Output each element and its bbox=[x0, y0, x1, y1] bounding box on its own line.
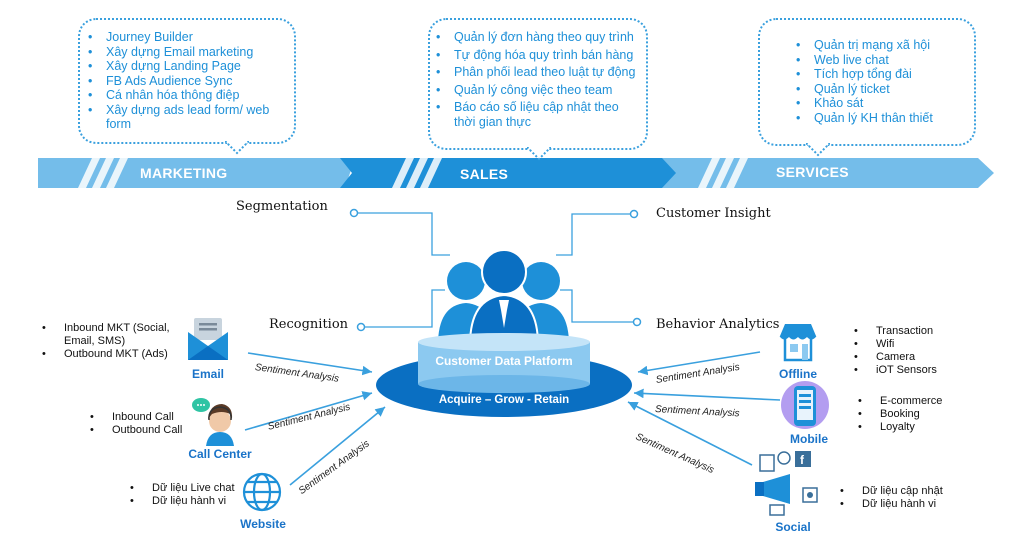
band-stripes bbox=[78, 158, 748, 188]
list-item: Quản lý KH thân thiết bbox=[794, 111, 968, 126]
node-connectors bbox=[355, 212, 636, 328]
list-item: Quản lý ticket bbox=[794, 82, 968, 97]
band-services bbox=[662, 158, 994, 188]
list-item: Tích hợp tổng đài bbox=[794, 67, 968, 82]
list-item: Cá nhân hóa thông điệp bbox=[86, 88, 286, 103]
megaphone-icon: f bbox=[755, 451, 818, 516]
list-item: Outbound MKT (Ads) bbox=[38, 348, 198, 361]
store-icon bbox=[779, 324, 817, 362]
list-item: Quản lý công việc theo team bbox=[434, 83, 640, 98]
globe-icon bbox=[242, 472, 282, 512]
list-item: Khảo sát bbox=[794, 96, 968, 111]
website-source-list: Dữ liệu Live chat Dữ liệu hành vi bbox=[126, 482, 246, 508]
list-item: Camera bbox=[850, 351, 970, 364]
social-label: Social bbox=[775, 520, 811, 534]
customer-group-icon bbox=[438, 249, 569, 346]
call-center-source-list: Inbound Call Outbound Call bbox=[86, 411, 206, 437]
services-bubble: Quản trị mạng xã hội Web live chat Tích … bbox=[758, 18, 976, 146]
call-center-label: Call Center bbox=[188, 447, 252, 461]
list-item: Quản lý đơn hàng theo quy trình bbox=[434, 30, 640, 45]
list-item: Dữ liệu Live chat bbox=[126, 482, 246, 495]
band-sales bbox=[340, 158, 682, 188]
social-source-list: Dữ liệu cập nhật Dữ liệu hành vi bbox=[836, 485, 986, 511]
email-source-list: Inbound MKT (Social, Email, SMS) Outboun… bbox=[38, 322, 198, 361]
list-item: Dữ liệu hành vi bbox=[126, 495, 246, 508]
customer-insight-label: Customer Insight bbox=[656, 206, 771, 221]
cdp-subtitle: Acquire – Grow - Retain bbox=[438, 394, 570, 406]
segmentation-label: Segmentation bbox=[236, 199, 328, 214]
cdp-title: Customer Data Platform bbox=[435, 354, 573, 368]
services-feature-list: Quản trị mạng xã hội Web live chat Tích … bbox=[794, 38, 968, 125]
list-item: Web live chat bbox=[794, 53, 968, 68]
services-bubble-tail bbox=[806, 143, 830, 157]
email-icon bbox=[188, 318, 228, 360]
services-label: SERVICES bbox=[776, 164, 849, 180]
marketing-label: MARKETING bbox=[140, 165, 228, 181]
call-center-icon bbox=[192, 398, 234, 446]
offline-label: Offline bbox=[779, 367, 817, 381]
sales-feature-list: Quản lý đơn hàng theo quy trình Tự động … bbox=[434, 30, 640, 129]
list-item: Xây dựng Email marketing bbox=[86, 45, 286, 60]
list-item: Phân phối lead theo luật tự động bbox=[434, 65, 640, 80]
connector-dots bbox=[349, 208, 642, 332]
list-item: Booking bbox=[854, 408, 974, 421]
list-item: iOT Sensors bbox=[850, 364, 970, 377]
list-item: E-commerce bbox=[854, 395, 974, 408]
list-item: Outbound Call bbox=[86, 424, 206, 437]
marketing-bubble: Journey Builder Xây dựng Email marketing… bbox=[78, 18, 296, 144]
offline-source-list: Transaction Wifi Camera iOT Sensors bbox=[850, 325, 970, 377]
website-label: Website bbox=[240, 517, 286, 531]
marketing-feature-list: Journey Builder Xây dựng Email marketing… bbox=[86, 30, 286, 132]
sales-bubble-tail bbox=[527, 147, 551, 161]
svg-text:f: f bbox=[800, 453, 805, 467]
list-item: Xây dựng ads lead form/ web form bbox=[86, 103, 286, 132]
marketing-bubble-tail bbox=[225, 141, 249, 155]
list-item: Quản trị mạng xã hội bbox=[794, 38, 968, 53]
behavior-analytics-label: Behavior Analytics bbox=[656, 317, 780, 332]
list-item: Journey Builder bbox=[86, 30, 286, 45]
list-item: Wifi bbox=[850, 338, 970, 351]
list-item: Inbound MKT (Social, Email, SMS) bbox=[38, 322, 198, 348]
list-item: Dữ liệu cập nhật bbox=[836, 485, 986, 498]
mobile-phone-icon bbox=[781, 381, 829, 429]
recognition-label: Recognition bbox=[269, 317, 349, 332]
input-arrows bbox=[244, 351, 781, 486]
list-item: Transaction bbox=[850, 325, 970, 338]
cdp-cylinder bbox=[376, 333, 632, 417]
mobile-label: Mobile bbox=[790, 432, 828, 446]
list-item: Xây dựng Landing Page bbox=[86, 59, 286, 74]
list-item: Báo cáo số liệu cập nhật theo thời gian … bbox=[434, 100, 640, 129]
list-item: Inbound Call bbox=[86, 411, 206, 424]
mobile-source-list: E-commerce Booking Loyalty bbox=[854, 395, 974, 434]
list-item: FB Ads Audience Sync bbox=[86, 74, 286, 89]
process-band bbox=[38, 158, 994, 188]
sales-label: SALES bbox=[460, 166, 509, 182]
email-label: Email bbox=[191, 367, 224, 381]
list-item: Loyalty bbox=[854, 421, 974, 434]
list-item: Dữ liệu hành vi bbox=[836, 498, 986, 511]
list-item: Tự động hóa quy trình bán hàng bbox=[434, 48, 640, 63]
sales-bubble: Quản lý đơn hàng theo quy trình Tự động … bbox=[428, 18, 648, 150]
